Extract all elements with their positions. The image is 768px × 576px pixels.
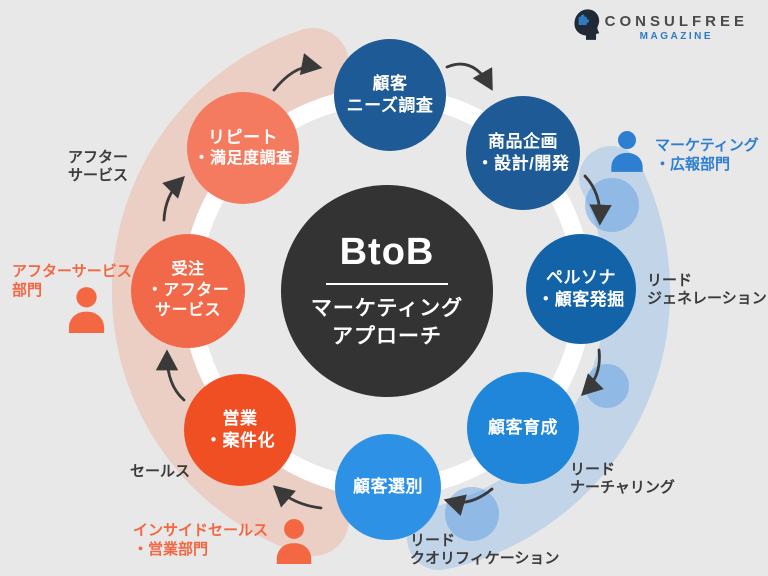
stage-persona-discovery: ペルソナ ・顧客発掘: [526, 234, 636, 344]
dept-label-line: インサイドセールス: [133, 522, 269, 539]
label-line: セールス: [130, 463, 191, 480]
stage-customer-selection: 顧客選別: [335, 434, 441, 540]
stage-customer-nurturing: 顧客育成: [467, 372, 579, 484]
person-icon: [65, 286, 108, 333]
label-line: ナーチャリング: [570, 479, 675, 496]
label-line: サービス: [68, 167, 129, 184]
stage-label-line: 顧客育成: [488, 417, 558, 437]
dept-inside-sales: インサイドセールス ・営業部門: [133, 519, 312, 564]
center-circle: BtoB マーケティング アプローチ: [281, 185, 493, 397]
label-after-service: アフター サービス: [68, 149, 128, 185]
consulfree-logo: CONSULFREE MAGAZINE: [572, 8, 748, 47]
stage-label-line: ・満足度調査: [193, 149, 293, 167]
arrow-selection-to-sales: [272, 485, 323, 510]
blue-bump-circle: [585, 364, 629, 408]
arrow-product-to-persona: [583, 174, 612, 226]
arrow-order-to-repeat: [162, 176, 185, 222]
dept-label-line: アフターサービス: [12, 263, 132, 280]
center-title: BtoB: [339, 230, 435, 273]
label-line: リード: [570, 461, 616, 478]
stage-label-line: 営業: [222, 408, 258, 428]
arrow-sales-to-order: [155, 349, 186, 402]
dept-label-line: ・広報部門: [655, 156, 731, 173]
label-lead-generation: リード ジェネレーション: [647, 272, 767, 308]
arrow-repeat-to-needs: [272, 53, 323, 92]
label-lead-qualification: リード クオリフィケーション: [410, 532, 559, 568]
arrow-nurturing-to-selection: [443, 487, 494, 516]
label-line: リード: [410, 532, 456, 549]
center-divider: [326, 282, 448, 285]
label-line: アフター: [68, 149, 129, 166]
label-sales: セールス: [130, 463, 190, 481]
person-icon: [608, 130, 646, 172]
dept-after-service: アフターサービス 部門: [12, 262, 132, 333]
stage-label-line: 商品企画: [488, 131, 558, 151]
dept-label-line: マーケティング: [655, 137, 759, 154]
stage-label-line: ・案件化: [205, 431, 275, 450]
label-line: リード: [647, 272, 693, 289]
label-lead-nurturing: リード ナーチャリング: [570, 461, 675, 497]
stage-label-line: ペルソナ: [546, 267, 616, 287]
stage-customer-needs-research: 顧客 ニーズ調査: [334, 39, 446, 151]
stage-sales-conversion: 営業 ・案件化: [184, 374, 296, 486]
center-subtitle-line: アプローチ: [331, 325, 442, 348]
label-line: ジェネレーション: [647, 290, 767, 307]
stage-product-planning: 商品企画 ・設計/開発: [466, 96, 580, 210]
person-icon: [273, 518, 315, 564]
stage-label-line: リピート: [208, 127, 278, 147]
logo-magazine: MAGAZINE: [639, 31, 713, 42]
stage-order-after-service: 受注 ・アフター サービス: [131, 234, 245, 348]
stage-label-line: サービス: [154, 302, 221, 320]
arrow-persona-to-nurturing: [581, 348, 604, 396]
center-subtitle-line: マーケティング: [310, 296, 464, 320]
stage-label-line: 顧客: [372, 73, 408, 93]
consulfree-head-icon: [572, 8, 600, 47]
stage-label-line: ・顧客発掘: [537, 290, 625, 309]
stage-label-line: ・アフター: [146, 281, 230, 299]
stage-repeat-satisfaction: リピート ・満足度調査: [187, 92, 299, 204]
stage-label-line: 顧客選別: [353, 476, 423, 496]
stage-label-line: 受注: [171, 260, 205, 278]
stage-label-line: ニーズ調査: [346, 96, 434, 115]
dept-marketing: マーケティング ・広報部門: [608, 130, 759, 174]
label-line: クオリフィケーション: [410, 550, 560, 567]
arrow-needs-to-product: [445, 62, 493, 91]
dept-label-line: 部門: [12, 282, 43, 299]
logo-name: CONSULFREE: [604, 13, 748, 30]
blue-bump-circle: [585, 178, 639, 232]
stage-label-line: ・設計/開発: [476, 154, 570, 173]
dept-label-line: ・営業部門: [133, 541, 209, 558]
